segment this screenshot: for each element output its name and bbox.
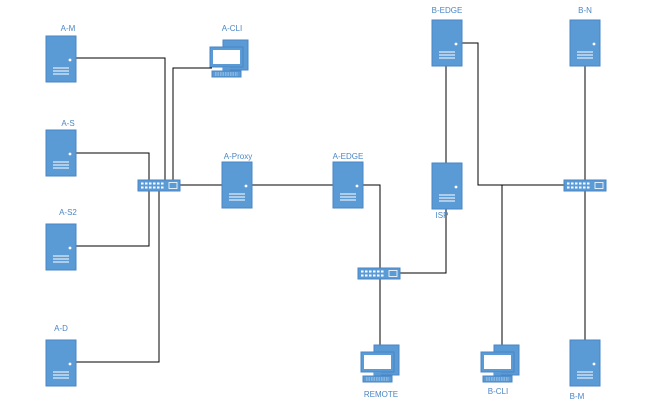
label-b-edge: B-EDGE: [432, 6, 463, 15]
server-icon: [569, 19, 601, 67]
label-a-m: A-M: [61, 24, 76, 33]
server-icon: [332, 161, 364, 209]
label-b-m: B-M: [570, 392, 585, 401]
workstation-icon: [209, 39, 249, 78]
server-icon: [431, 162, 463, 210]
server-b-n[interactable]: B-N: [569, 6, 601, 67]
switch-icon: [137, 179, 181, 192]
workstation-icon: [480, 344, 520, 383]
server-b-m[interactable]: B-M: [569, 339, 601, 401]
link-a-m-switch: [76, 57, 166, 180]
label-a-s: A-S: [61, 119, 74, 128]
label-a-s2: A-S2: [59, 208, 77, 217]
link-a-edge-remote-switch: [363, 184, 381, 268]
label-a-d: A-D: [54, 324, 68, 333]
server-a-d[interactable]: A-D: [45, 324, 77, 387]
server-a-s2[interactable]: A-S2: [45, 208, 77, 271]
workstation-b-cli[interactable]: B-CLI: [480, 344, 520, 396]
switch-remote[interactable]: [357, 267, 401, 280]
server-icon: [431, 19, 463, 67]
label-a-edge: A-EDGE: [333, 152, 364, 161]
switch-b[interactable]: [563, 179, 607, 192]
server-isp[interactable]: ISP: [431, 162, 463, 220]
workstation-remote[interactable]: REMOTE: [360, 344, 400, 399]
switch-icon: [357, 267, 401, 280]
server-a-s[interactable]: A-S: [45, 119, 77, 177]
link-a-d-switch: [76, 190, 160, 363]
workstation-icon: [360, 344, 400, 383]
server-icon: [569, 339, 601, 387]
switch-a[interactable]: [137, 179, 181, 192]
label-b-n: B-N: [578, 6, 592, 15]
link-remote-switch-isp: [398, 208, 447, 274]
workstation-a-cli[interactable]: A-CLI: [209, 24, 249, 78]
label-a-cli: A-CLI: [222, 24, 242, 33]
link-a-s-switch: [76, 152, 150, 180]
link-b-edge-b-switch: [462, 42, 564, 186]
server-a-m[interactable]: A-M: [45, 24, 77, 83]
server-a-edge[interactable]: A-EDGE: [332, 152, 364, 209]
server-icon: [45, 129, 77, 177]
switch-icon: [563, 179, 607, 192]
label-b-cli: B-CLI: [488, 387, 508, 396]
link-a-cli-switch: [172, 67, 212, 180]
label-a-proxy: A-Proxy: [224, 152, 252, 161]
label-isp: ISP: [436, 211, 449, 220]
connections: [76, 42, 586, 363]
link-a-s2-switch: [76, 190, 150, 247]
server-icon: [45, 35, 77, 83]
server-icon: [221, 161, 253, 209]
label-remote: REMOTE: [364, 390, 398, 399]
server-a-proxy[interactable]: A-Proxy: [221, 152, 253, 209]
server-icon: [45, 223, 77, 271]
server-b-edge[interactable]: B-EDGE: [431, 6, 463, 67]
server-icon: [45, 339, 77, 387]
